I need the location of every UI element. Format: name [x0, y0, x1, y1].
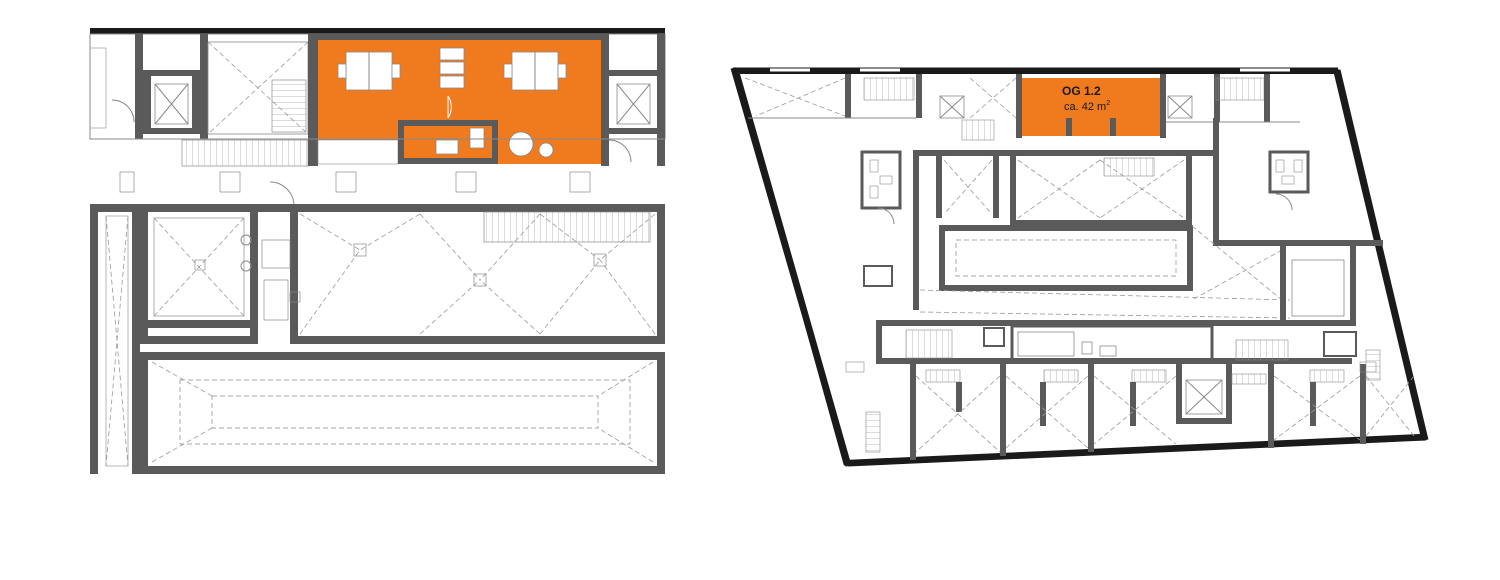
unit-area-superscript: 2 — [1106, 100, 1110, 107]
left-floor-plan — [89, 28, 666, 474]
right-floor-plan: OG 1.2 ca. 42 m2 — [730, 67, 1429, 467]
highlighted-unit-og-1-2 — [1022, 78, 1160, 136]
svg-text:ca. 42 m2: ca. 42 m2 — [1064, 100, 1110, 113]
unit-area-label: ca. 42 m — [1064, 101, 1106, 113]
unit-name-label: OG 1.2 — [1062, 84, 1101, 98]
